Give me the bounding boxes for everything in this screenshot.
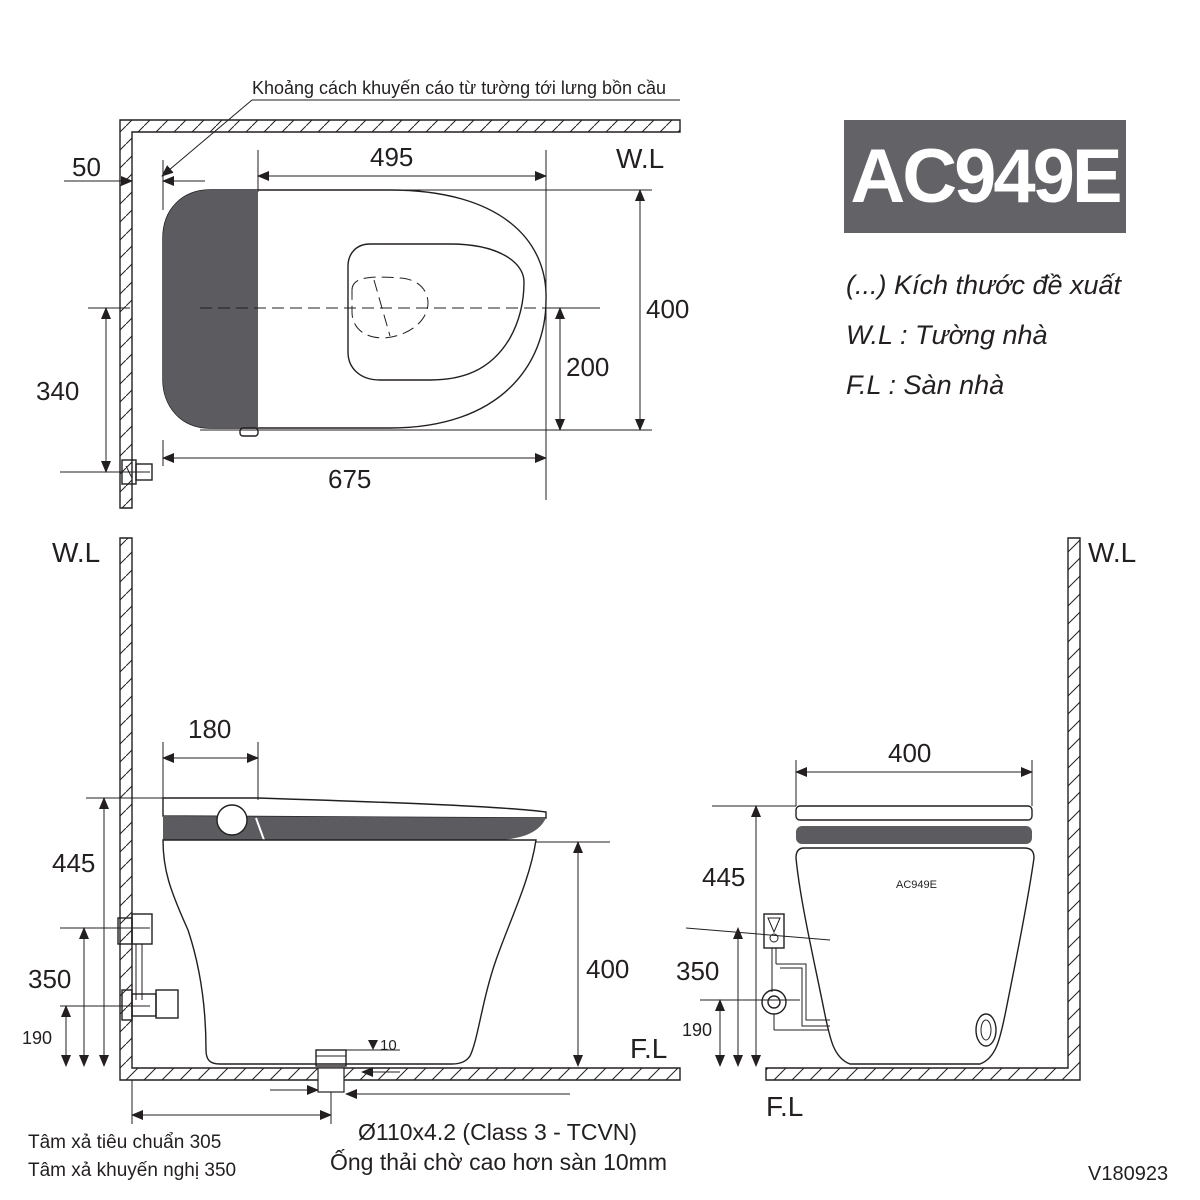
front-view: W.L 400 AC949E 445 350 190 [676,537,1136,1122]
top-logo: D&K [279,293,291,316]
dim-495-label: 495 [370,142,413,172]
dim-50-label: 50 [72,152,101,182]
dim-400-side-label: 400 [586,954,629,984]
top-drain-dashed [351,276,429,339]
drain-pipe-icon [315,1049,347,1093]
side-seat [163,816,546,840]
side-lid [162,797,547,819]
legend-suggested: (...) Kích thước đề xuất [846,270,1122,300]
wall-corner-top [119,119,681,509]
dim-400-front-label: 400 [888,738,931,768]
wall-label-side: W.L [52,537,100,568]
front-body-mark: AC949E [896,879,937,891]
dim-675-label: 675 [328,464,371,494]
dim-190-label: 190 [22,1028,52,1048]
top-view: Khoảng cách khuyến cáo từ tường tới lưng… [36,78,689,509]
toilet-top-bowl [347,243,525,381]
wall-label-top: W.L [616,143,664,174]
dim-445-label: 445 [52,848,95,878]
legend-wall: W.L : Tường nhà [846,320,1048,350]
legend-floor: F.L : Sàn nhà [846,370,1005,400]
wall-label-front: W.L [1088,537,1136,568]
top-note: Khoảng cách khuyến cáo từ tường tới lưng… [252,78,666,98]
front-valve-icon [761,913,830,1031]
pipe-note-text: Ống thải chờ cao hơn sàn 10mm [330,1148,667,1175]
side-seat-gap [255,817,265,841]
wall-front [765,537,1081,1081]
dim-10-marker [368,1040,378,1050]
standard-center-text: Tâm xả tiêu chuẩn 305 [28,1132,221,1153]
front-seat [796,826,1032,844]
dim-10-label: 10 [380,1037,397,1054]
note-leader [161,99,253,177]
model-badge: AC949E [844,120,1126,233]
pipe-spec-text: Ø110x4.2 (Class 3 - TCVN) [358,1119,637,1145]
front-side-knob-inner [980,1019,992,1041]
toilet-top-tank [163,190,258,428]
floor-label-front: F.L [766,1091,803,1122]
dim-340-label: 340 [36,376,79,406]
front-body [795,847,1035,1065]
dim-445-front-label: 445 [702,862,745,892]
model-code: AC949E [850,134,1122,219]
angle-valve-icon [117,913,179,1021]
floor-label-side: F.L [630,1033,667,1064]
version-code: V180923 [1088,1163,1168,1185]
top-nub [239,427,259,437]
ext-350-front-top [685,927,831,941]
dim-350-label: 350 [28,964,71,994]
dim-350-front-label: 350 [676,956,719,986]
front-lid [795,805,1033,821]
side-bowl [162,839,537,1065]
valve-top-icon [121,459,153,485]
recommended-center-text: Tâm xả khuyến nghị 350 [28,1160,236,1181]
side-hinge-icon [216,804,248,836]
dim-180-label: 180 [188,714,231,744]
wall-side [119,537,681,1081]
front-side-knob [975,1013,997,1047]
side-view: W.L 180 445 350 190 [22,537,681,1181]
dim-400-label: 400 [646,294,689,324]
dim-200-label: 200 [566,352,609,382]
dim-190-front-label: 190 [682,1020,712,1040]
